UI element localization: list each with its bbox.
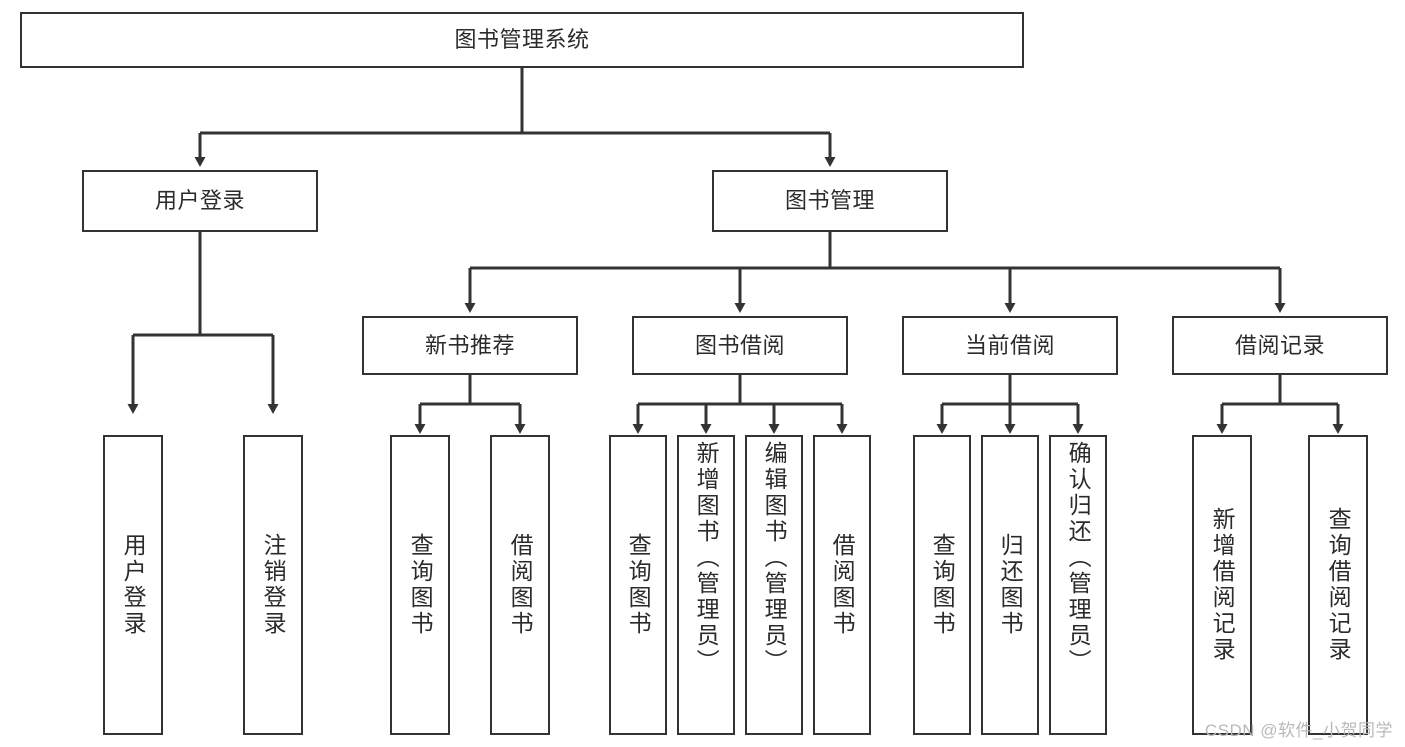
node-book-borrowing[interactable]: 图书借阅	[632, 316, 848, 375]
leaf-current-borrow-query-book[interactable]: 查询图书	[913, 435, 971, 735]
leaf-new-book-query-book[interactable]: 查询图书	[390, 435, 450, 735]
node-current-borrowing[interactable]: 当前借阅	[902, 316, 1118, 375]
node-label: 图书管理系统	[454, 27, 590, 53]
watermark-text: CSDN @软件_小贺同学	[1204, 721, 1393, 740]
node-root-book-management-system[interactable]: 图书管理系统	[20, 12, 1024, 68]
node-label: 确认归还（管理员）	[1065, 441, 1092, 675]
node-label: 新书推荐	[424, 332, 515, 358]
leaf-current-borrow-return-book[interactable]: 归还图书	[981, 435, 1039, 735]
leaf-user-login-logout[interactable]: 注销登录	[243, 435, 303, 735]
leaf-user-login-login[interactable]: 用户登录	[103, 435, 163, 735]
node-label: 图书管理	[784, 188, 875, 214]
leaf-book-borrow-edit-book[interactable]: 编辑图书（管理员）	[745, 435, 803, 735]
node-label: 编辑图书（管理员）	[761, 441, 788, 675]
leaf-book-borrow-add-book[interactable]: 新增图书（管理员）	[677, 435, 735, 735]
node-label: 查询图书	[929, 533, 956, 637]
node-label: 借阅图书	[829, 533, 856, 637]
leaf-borrow-record-add-record[interactable]: 新增借阅记录	[1192, 435, 1252, 735]
leaf-book-borrow-borrow-book[interactable]: 借阅图书	[813, 435, 871, 735]
node-label: 图书借阅	[694, 332, 785, 358]
leaf-new-book-borrow-book[interactable]: 借阅图书	[490, 435, 550, 735]
leaf-current-borrow-confirm-return[interactable]: 确认归还（管理员）	[1049, 435, 1107, 735]
node-label: 归还图书	[997, 533, 1024, 637]
node-label: 新增借阅记录	[1209, 507, 1236, 663]
node-borrow-records[interactable]: 借阅记录	[1172, 316, 1388, 375]
node-label: 查询图书	[625, 533, 652, 637]
node-label: 当前借阅	[964, 332, 1055, 358]
node-label: 借阅记录	[1234, 332, 1325, 358]
node-label: 借阅图书	[507, 533, 534, 637]
node-new-book-recommendation[interactable]: 新书推荐	[362, 316, 578, 375]
leaf-book-borrow-query-book[interactable]: 查询图书	[609, 435, 667, 735]
node-label: 注销登录	[260, 533, 287, 637]
node-book-management[interactable]: 图书管理	[712, 170, 948, 232]
node-label: 查询图书	[407, 533, 434, 637]
node-user-login[interactable]: 用户登录	[82, 170, 318, 232]
node-label: 用户登录	[154, 188, 245, 214]
node-label: 新增图书（管理员）	[693, 441, 720, 675]
node-label: 查询借阅记录	[1325, 507, 1352, 663]
node-label: 用户登录	[120, 533, 147, 637]
leaf-borrow-record-query-record[interactable]: 查询借阅记录	[1308, 435, 1368, 735]
